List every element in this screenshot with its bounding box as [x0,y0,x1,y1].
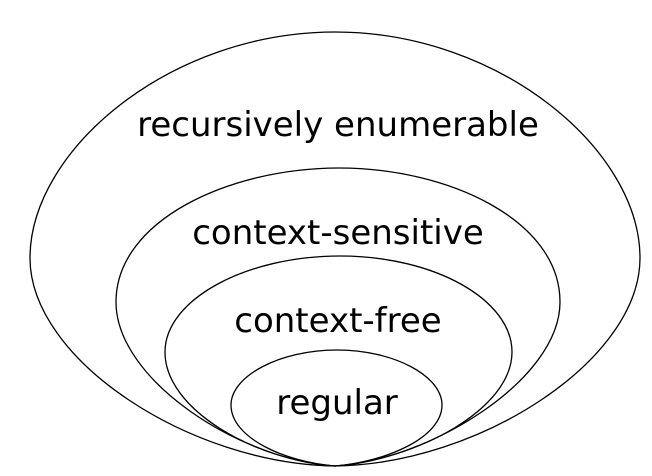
level-recursively-enumerable: recursively enumerable [29,31,641,467]
label-regular: regular [276,383,398,423]
label-context-sensitive: context-sensitive [192,213,484,253]
ellipse-regular [230,349,443,467]
ellipse-context-free [164,255,513,467]
level-regular: regular [230,349,443,467]
level-context-sensitive: context-sensitive [115,167,561,467]
label-context-free: context-free [234,301,441,341]
label-recursively-enumerable: recursively enumerable [137,105,539,145]
level-context-free: context-free [164,255,513,467]
ellipse-recursively-enumerable [29,31,641,467]
